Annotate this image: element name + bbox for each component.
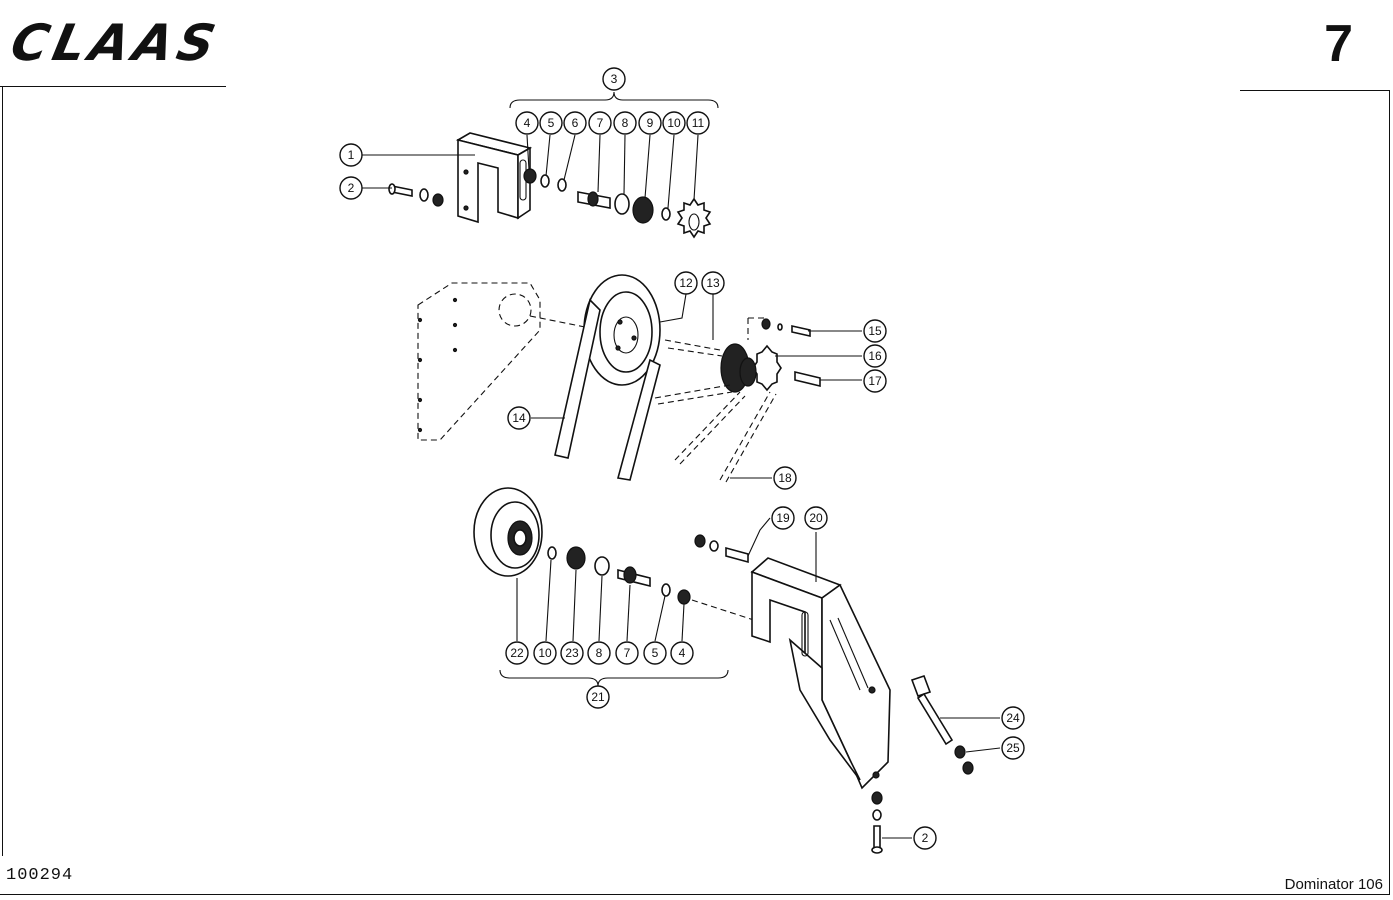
svg-text:24: 24: [1006, 711, 1020, 725]
callout-7-bottom: 7: [615, 641, 639, 665]
callout-25: 25: [1001, 736, 1025, 760]
svg-text:7: 7: [597, 116, 604, 130]
part-belt-14: [554, 298, 661, 481]
part-bolt-set-2-bottom: [871, 791, 883, 854]
part-bolt-15: [761, 318, 811, 337]
svg-text:16: 16: [868, 349, 882, 363]
callout-9: 9: [638, 111, 662, 135]
svg-text:9: 9: [647, 116, 654, 130]
svg-text:13: 13: [706, 276, 720, 290]
callout-5: 5: [539, 111, 563, 135]
svg-text:3: 3: [611, 72, 618, 86]
frame-left: [2, 86, 3, 856]
svg-text:5: 5: [652, 646, 659, 660]
group-3-bracket: [509, 91, 719, 109]
callout-14: 14: [507, 406, 531, 430]
document-code: 100294: [6, 866, 74, 885]
callout-2-bottom: 2: [913, 826, 937, 850]
svg-text:2: 2: [348, 181, 355, 195]
callout-7: 7: [588, 111, 612, 135]
svg-text:1: 1: [348, 148, 355, 162]
callout-18: 18: [773, 466, 797, 490]
svg-text:4: 4: [524, 116, 531, 130]
leader-lines: [362, 134, 1001, 839]
callout-1: 1: [339, 143, 363, 167]
part-bolt-19: [694, 534, 749, 564]
svg-text:22: 22: [510, 646, 524, 660]
callout-24: 24: [1001, 706, 1025, 730]
callout-16: 16: [863, 344, 887, 368]
callout-4: 4: [515, 111, 539, 135]
callout-23: 23: [560, 641, 584, 665]
part-pulley-12: [583, 274, 661, 386]
part-bolt-set-2: [388, 183, 444, 207]
svg-text:18: 18: [778, 471, 792, 485]
callout-2-top: 2: [339, 176, 363, 200]
svg-text:17: 17: [868, 374, 882, 388]
callout-8-bottom: 8: [587, 641, 611, 665]
svg-text:23: 23: [565, 646, 579, 660]
part-pin-17: [794, 370, 821, 388]
svg-text:25: 25: [1006, 741, 1020, 755]
frame-bottom: [0, 894, 1390, 895]
svg-text:19: 19: [776, 511, 790, 525]
callout-17: 17: [863, 369, 887, 393]
svg-text:7: 7: [624, 646, 631, 660]
page-number: 7: [1324, 15, 1353, 73]
callout-10-bottom: 10: [533, 641, 557, 665]
svg-text:5: 5: [548, 116, 555, 130]
svg-text:10: 10: [667, 116, 681, 130]
part-shaft-set-bottom: [547, 546, 691, 605]
callout-5-bottom: 5: [643, 641, 667, 665]
part-bracket-20: [750, 557, 891, 790]
svg-text:12: 12: [679, 276, 693, 290]
svg-text:14: 14: [512, 411, 526, 425]
callout-10: 10: [662, 111, 686, 135]
frame-right: [1389, 90, 1390, 895]
part-sprocket-16: [720, 317, 782, 393]
callout-19: 19: [771, 506, 795, 530]
svg-text:21: 21: [591, 690, 605, 704]
svg-text:6: 6: [572, 116, 579, 130]
callout-22: 22: [505, 641, 529, 665]
svg-text:8: 8: [596, 646, 603, 660]
svg-text:8: 8: [622, 116, 629, 130]
svg-text:20: 20: [809, 511, 823, 525]
machine-model: Dominator 106: [1284, 876, 1383, 893]
part-shaft-set-top: [523, 168, 712, 239]
callout-12: 12: [674, 271, 698, 295]
part-side-plate: [417, 282, 541, 441]
callout-20: 20: [804, 506, 828, 530]
callout-15: 15: [863, 319, 887, 343]
svg-text:11: 11: [692, 116, 705, 130]
callout-3: 3: [602, 67, 626, 91]
callout-21: 21: [586, 685, 610, 709]
header-rule-left: [0, 86, 226, 87]
header-rule-right: [1240, 90, 1390, 91]
part-bracket-1: [455, 132, 533, 224]
callout-8: 8: [613, 111, 637, 135]
svg-text:4: 4: [679, 646, 686, 660]
callout-11: 11: [686, 111, 710, 135]
callout-6: 6: [563, 111, 587, 135]
part-pulley-22: [473, 487, 543, 577]
callout-4-bottom: 4: [670, 641, 694, 665]
group-21-bracket: [499, 669, 729, 687]
svg-text:10: 10: [538, 646, 552, 660]
svg-text:2: 2: [922, 831, 929, 845]
part-bolt-24: [910, 674, 974, 775]
svg-text:15: 15: [868, 324, 882, 338]
callout-13: 13: [701, 271, 725, 295]
